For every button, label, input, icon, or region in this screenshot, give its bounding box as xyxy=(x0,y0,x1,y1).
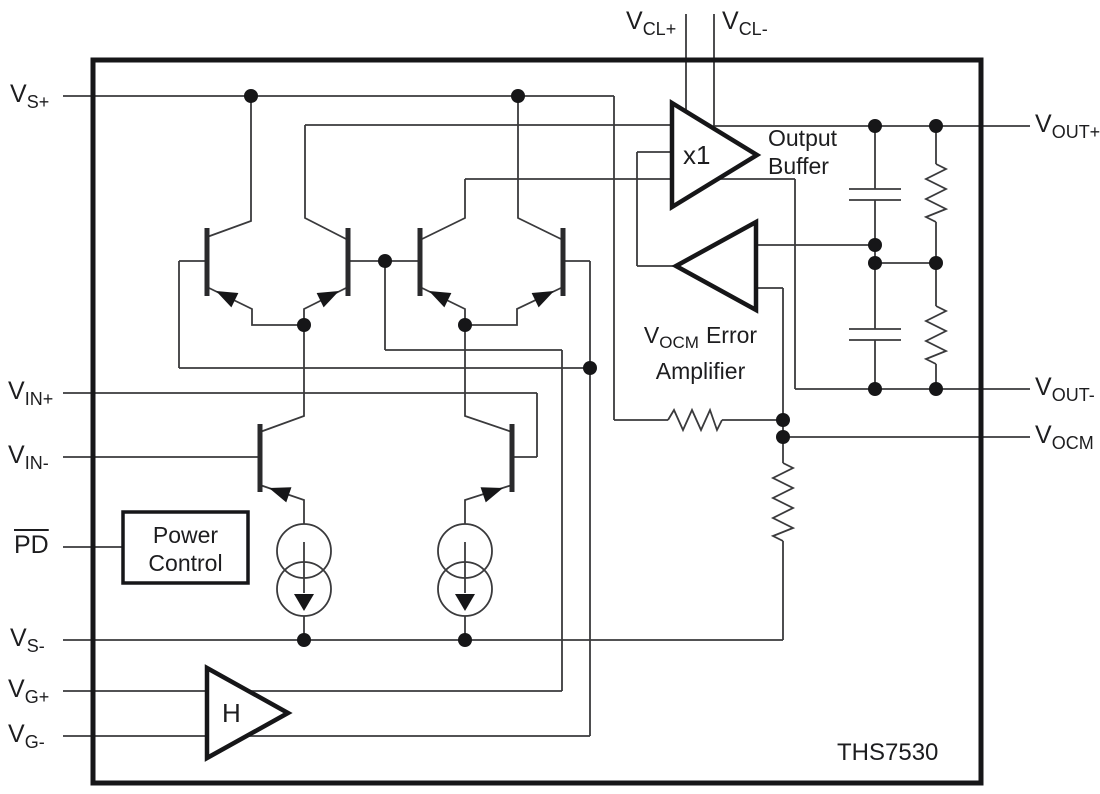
emitter-arrow xyxy=(316,291,339,308)
net-vcl-stubs xyxy=(685,14,715,129)
net-error-feedback xyxy=(636,151,676,267)
junction-dot xyxy=(868,382,882,396)
pin-label-vg-minus: VG- xyxy=(8,720,45,752)
x1-gain-label: x1 xyxy=(683,140,711,170)
junction-dot xyxy=(458,318,472,332)
output-buffer-label-line2: Buffer xyxy=(768,153,829,179)
blocks xyxy=(90,57,984,786)
emitter-arrow xyxy=(216,291,239,308)
power-control-label-line2: Control xyxy=(148,550,223,576)
pair2-left-collector-to-x1 xyxy=(419,178,796,389)
x1-buffer-triangle xyxy=(669,98,762,212)
pin-label-vocm: VOCM xyxy=(1035,421,1094,453)
junction-dots xyxy=(244,89,943,647)
power-control-label-line1: Power xyxy=(152,522,219,548)
junction-dot xyxy=(511,89,525,103)
pin-label-vs-plus: VS+ xyxy=(10,80,50,112)
junction-dot xyxy=(929,382,943,396)
pin-label-vg-plus: VG+ xyxy=(8,675,50,707)
pin-label-pd: PD xyxy=(14,531,49,559)
transistor-bars xyxy=(204,228,566,492)
emitter-arrow xyxy=(269,487,292,503)
output-buffer-label: Output Buffer xyxy=(768,124,837,180)
wires xyxy=(63,14,1030,737)
net-h-upper-out xyxy=(248,261,563,692)
capacitor-2 xyxy=(849,328,901,341)
junction-dot xyxy=(297,318,311,332)
error-amp-label-line2: Amplifier xyxy=(655,358,746,384)
emitter-arrows xyxy=(216,291,554,611)
pin-label-vout-plus: VOUT+ xyxy=(1035,110,1100,142)
chip-part-number: THS7530 xyxy=(837,739,939,766)
junction-dot xyxy=(868,238,882,252)
emitter-arrow xyxy=(480,487,503,503)
pin-label-vin-plus: VIN+ xyxy=(8,377,54,409)
junction-dot xyxy=(868,256,882,270)
vocm-error-amp-triangle xyxy=(671,218,759,314)
current-source-arrowhead xyxy=(455,594,475,611)
pin-label-vcl-plus: VCL+ xyxy=(626,7,677,39)
pin-label-vcl-minus: VCL- xyxy=(722,7,768,39)
junction-dot xyxy=(929,256,943,270)
pair2-right-collector xyxy=(517,96,564,241)
junction-dot xyxy=(244,89,258,103)
junction-dot xyxy=(776,430,790,444)
resistor-vocm-vertical xyxy=(770,462,796,640)
power-control-box xyxy=(121,510,250,585)
pair2-right-base xyxy=(563,260,591,368)
current-source-arrowhead xyxy=(294,594,314,611)
h-amp-triangle xyxy=(204,664,293,762)
junction-dot xyxy=(929,119,943,133)
pair1-left-collector xyxy=(206,96,252,238)
junction-dot xyxy=(458,633,472,647)
pin-label-vout-minus: VOUT- xyxy=(1035,373,1095,405)
pin-label-vin-minus: VIN- xyxy=(8,441,49,473)
output-buffer-label-line1: Output xyxy=(768,125,838,151)
net-vg-inputs xyxy=(63,690,207,737)
junction-dot xyxy=(583,361,597,375)
resistor-vocm-horizontal xyxy=(667,407,783,433)
junction-dot xyxy=(297,633,311,647)
junction-dot xyxy=(776,413,790,427)
junction-dot xyxy=(378,254,392,268)
net-vin-plus xyxy=(63,392,538,458)
current-source-stubs xyxy=(303,616,466,640)
junction-dot xyxy=(868,119,882,133)
current-source-arrow-shafts xyxy=(303,542,466,593)
h-amp-label: H xyxy=(222,698,241,728)
power-control-label: Power Control xyxy=(123,521,248,577)
emitter-arrow xyxy=(429,291,452,308)
pair1-right-collector-to-x1 xyxy=(304,124,672,241)
pin-label-vs-minus: VS- xyxy=(10,624,45,656)
chip-boundary xyxy=(90,57,984,786)
net-vs-plus xyxy=(63,95,668,421)
emitter-arrow xyxy=(531,291,554,308)
capacitor-1 xyxy=(849,188,901,201)
net-h-lower-out xyxy=(178,261,591,737)
